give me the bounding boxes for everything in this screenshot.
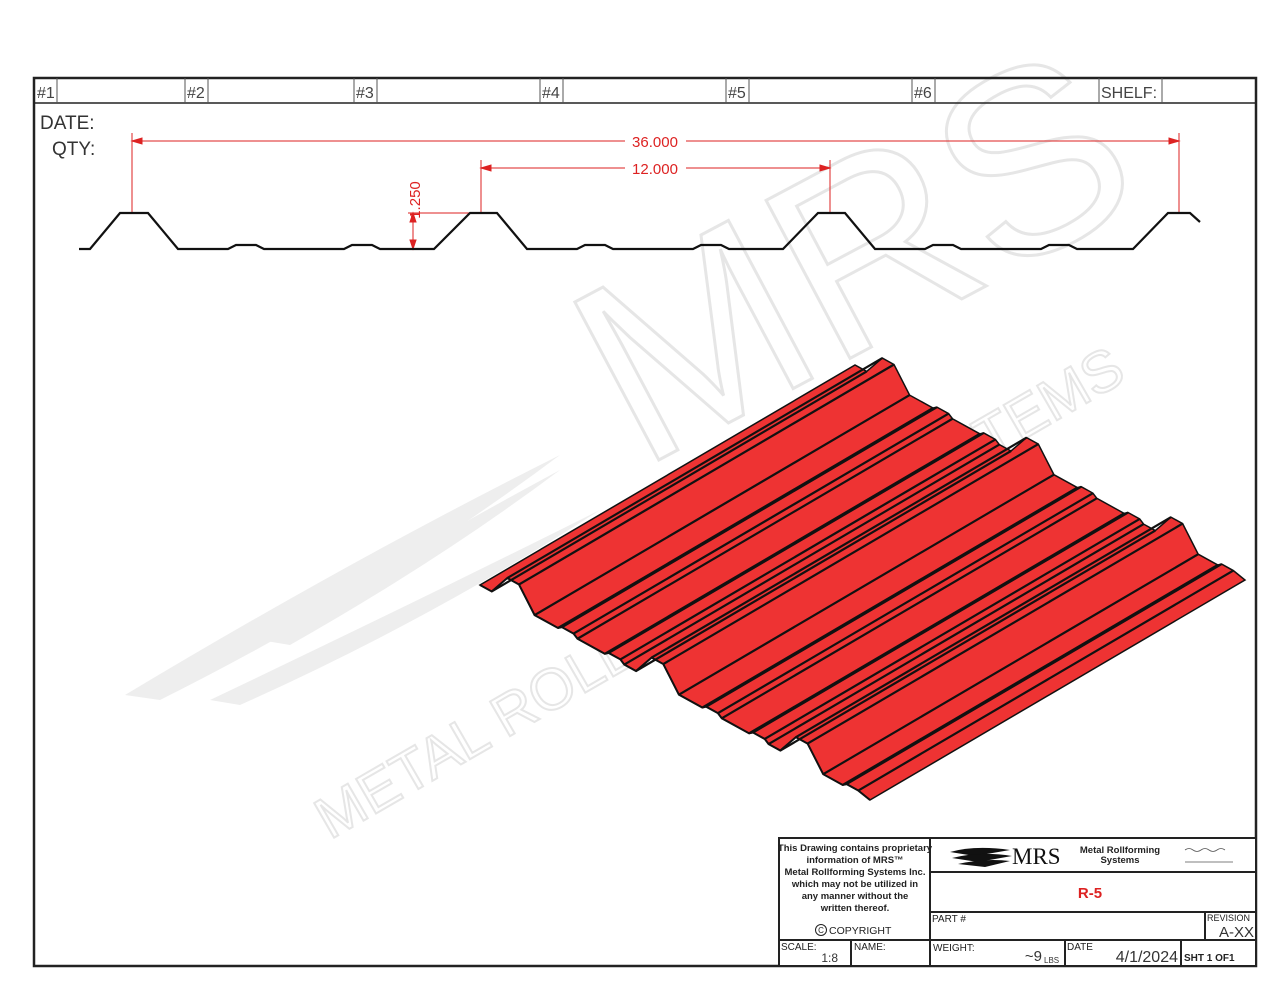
header-cell-5: #5 <box>728 85 746 102</box>
panel-profile <box>79 211 1201 251</box>
svg-text:C: C <box>818 926 824 935</box>
panel-rib-line <box>561 406 938 629</box>
panel-rib-line <box>623 443 1000 666</box>
header-cell-shelf: SHELF: <box>1101 85 1157 102</box>
title-block: This Drawing contains proprietary inform… <box>778 837 1257 967</box>
header-cell-1: #1 <box>37 85 55 102</box>
header-cell-2: #2 <box>187 85 205 102</box>
overall-width-dimension: 36.000 <box>632 134 678 151</box>
panel-isometric-view <box>478 357 1247 801</box>
panel-rib-line <box>717 492 1094 715</box>
panel-rib-line <box>807 522 1184 745</box>
logo-text: MRS <box>1012 844 1061 869</box>
revision-label: REVISION <box>1207 913 1250 923</box>
panel-rib-line <box>534 394 911 617</box>
panel-rib-line <box>752 511 1129 734</box>
panel-rib-line <box>822 553 1199 776</box>
copyright-label: COPYRIGHT <box>829 925 892 937</box>
panel-rib-line <box>608 432 985 654</box>
panel-rib-line <box>795 516 1172 739</box>
rib-height-dimension: 1.250 <box>407 181 424 219</box>
notice-line-6: written thereof. <box>820 903 890 914</box>
name-label: NAME: <box>854 942 886 953</box>
notice-line-1: This Drawing contains proprietary <box>778 843 933 854</box>
panel-front-edge <box>479 576 871 801</box>
panel-rib-line <box>748 512 1125 735</box>
date-label-block: DATE <box>1067 942 1093 953</box>
date-value: 4/1/2024 <box>1116 949 1178 966</box>
signature <box>1184 848 1233 863</box>
sheet-border <box>32 76 1258 968</box>
scale-label: SCALE: <box>781 942 817 953</box>
panel-rib-line <box>635 450 1012 672</box>
panel-rib-line <box>576 417 954 640</box>
notice-line-5: any manner without the <box>802 891 909 902</box>
header-cell-4: #4 <box>542 85 560 102</box>
panel-rib-line <box>573 412 950 635</box>
panel-rib-line <box>557 407 934 629</box>
weight-value: ~9 <box>1025 948 1042 965</box>
header-cell-3: #3 <box>356 85 374 102</box>
notice-line-3: Metal Rollforming Systems Inc. <box>785 867 926 878</box>
weight-label: WEIGHT: <box>933 943 975 954</box>
panel-rib-line <box>678 473 1055 696</box>
dimension-lines <box>130 133 1181 251</box>
panel-rib-line <box>721 497 1098 720</box>
panel-rib-line <box>506 357 883 579</box>
panel-rib-line <box>662 443 1039 665</box>
date-label: DATE: <box>40 113 95 134</box>
weight-unit: LBS <box>1044 956 1059 965</box>
company-line-1: Metal Rollforming <box>1080 845 1160 856</box>
drawing-title: R-5 <box>1078 885 1102 902</box>
panel-rib-line <box>764 518 1141 740</box>
mrs-logo-icon <box>950 847 1012 867</box>
copyright-icon <box>815 924 827 936</box>
panel-rib-line <box>491 370 868 593</box>
notice-line-2: information of MRS™ <box>806 855 903 866</box>
qty-label: QTY: <box>52 139 95 160</box>
rib-pitch-dimension: 12.000 <box>632 161 678 178</box>
notice-line-4: which may not be utilized in <box>791 879 918 890</box>
revision-value: A-XX <box>1219 924 1254 941</box>
panel-rib-line <box>651 436 1028 659</box>
panel-rib-line <box>705 485 1082 708</box>
panel-rib-line <box>779 529 1156 752</box>
panel-rib-line <box>846 563 1223 786</box>
panel-rib-line <box>701 486 1078 709</box>
panel-rib-line <box>857 569 1234 792</box>
part-number-label: PART # <box>932 914 966 925</box>
panel-rib-line <box>518 363 895 586</box>
sheet-number: SHT 1 OF1 <box>1184 953 1235 964</box>
watermark: MRS METAL ROLLFORMING SYSTEMS <box>125 0 1178 852</box>
panel-rib-line <box>842 564 1219 786</box>
company-line-2: Systems <box>1100 855 1139 866</box>
scale-value: 1:8 <box>821 951 838 965</box>
header-cell-6: #6 <box>914 85 932 102</box>
panel-rib-line <box>768 523 1145 746</box>
panel-rib-line <box>604 432 981 655</box>
panel-rib-line <box>619 438 996 661</box>
